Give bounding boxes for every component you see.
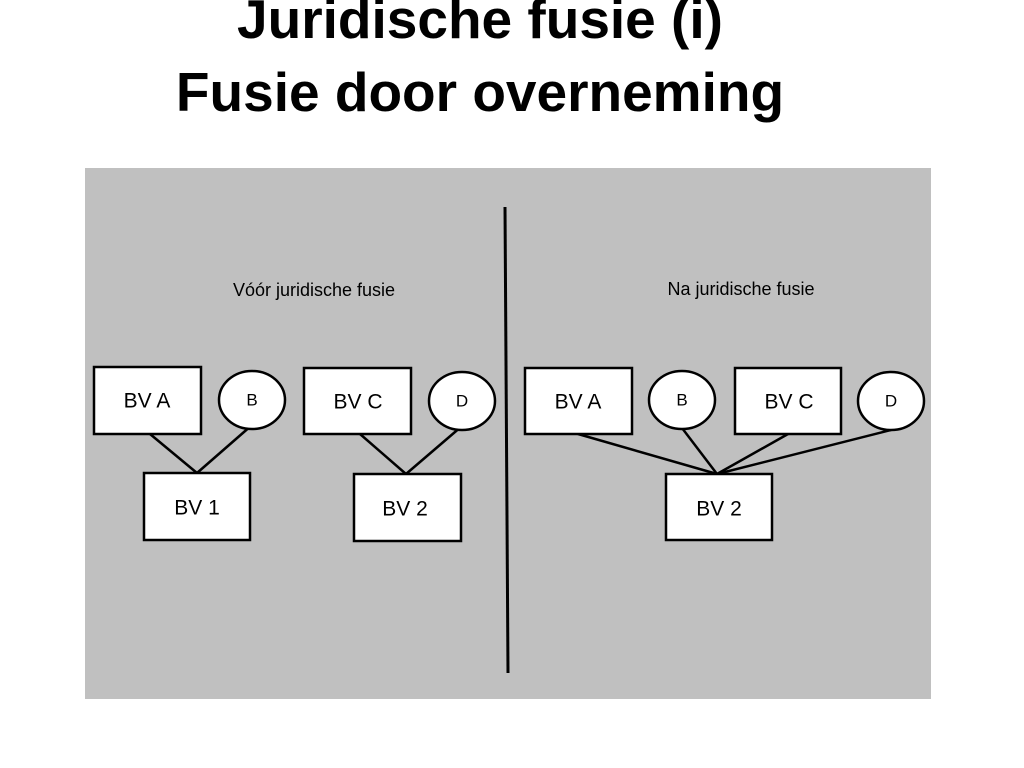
after-bv-c-label: BV C (764, 391, 813, 414)
slide-title-line-2: Fusie door overneming (175, 61, 785, 123)
slide-title-line-1: Juridische fusie (i) (237, 0, 723, 50)
after-node-bv-2: BV 2 (664, 472, 774, 542)
before-bv-2-label: BV 2 (382, 498, 428, 521)
edge-after-bva-bv2 (577, 432, 718, 476)
edge-bvc-bv2 (359, 433, 407, 475)
after-d-label: D (885, 392, 897, 411)
before-node-bv-2: BV 2 (352, 472, 463, 543)
before-b-label: B (246, 391, 257, 410)
after-b-label: B (676, 391, 687, 410)
before-node-bv-1: BV 1 (142, 471, 252, 542)
edge-after-bvc-bv2 (716, 432, 789, 476)
after-node-d: D (856, 370, 926, 432)
before-bv-1-label: BV 1 (174, 497, 220, 520)
edge-d-bv2 (405, 425, 463, 475)
after-bv-a-label: BV A (555, 391, 602, 414)
edge-b-bv1 (196, 424, 253, 474)
before-caption: Vóór juridische fusie (232, 280, 396, 300)
before-node-b: B (217, 369, 287, 431)
after-bv-2-label: BV 2 (696, 498, 742, 521)
before-d-label: D (456, 392, 468, 411)
before-bv-a-label: BV A (124, 390, 171, 413)
divider-line (503, 206, 510, 674)
after-caption: Na juridische fusie (667, 279, 815, 299)
after-node-bv-c: BV C (733, 366, 843, 436)
edge-after-d-bv2 (716, 428, 892, 476)
edge-bva-bv1 (149, 433, 198, 474)
after-node-b: B (647, 369, 717, 431)
before-node-d: D (427, 370, 497, 432)
before-node-bv-c: BV C (302, 366, 413, 436)
edge-after-b-bv2 (681, 427, 718, 475)
before-node-bv-a: BV A (92, 365, 203, 436)
before-bv-c-label: BV C (333, 391, 382, 414)
after-node-bv-a: BV A (523, 366, 634, 436)
